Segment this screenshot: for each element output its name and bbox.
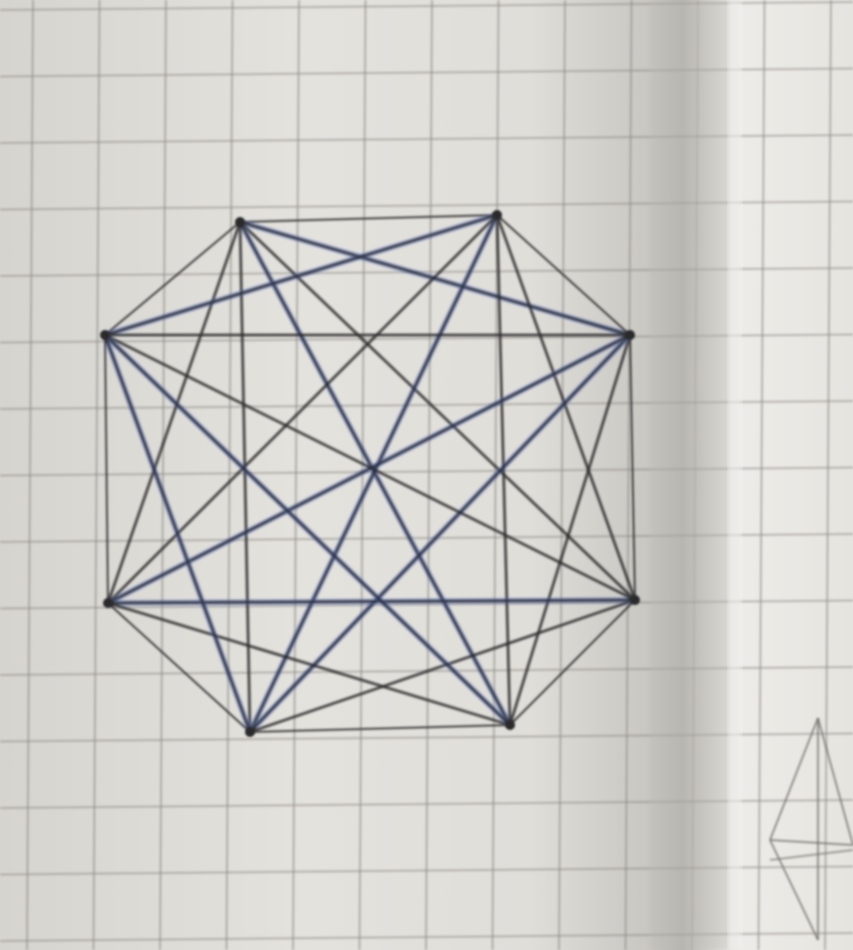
graph-vertex [492, 210, 502, 220]
graph-vertex [625, 330, 635, 340]
graph-vertex [245, 727, 255, 737]
graph-vertex [235, 217, 245, 227]
graph-vertex [100, 330, 110, 340]
graph-vertex [505, 720, 515, 730]
graph-vertex [630, 595, 640, 605]
fold-shadow-band [650, 0, 740, 950]
graph-vertex [103, 598, 113, 608]
page-fold-shadow [650, 0, 742, 950]
fold-highlight [728, 0, 742, 950]
